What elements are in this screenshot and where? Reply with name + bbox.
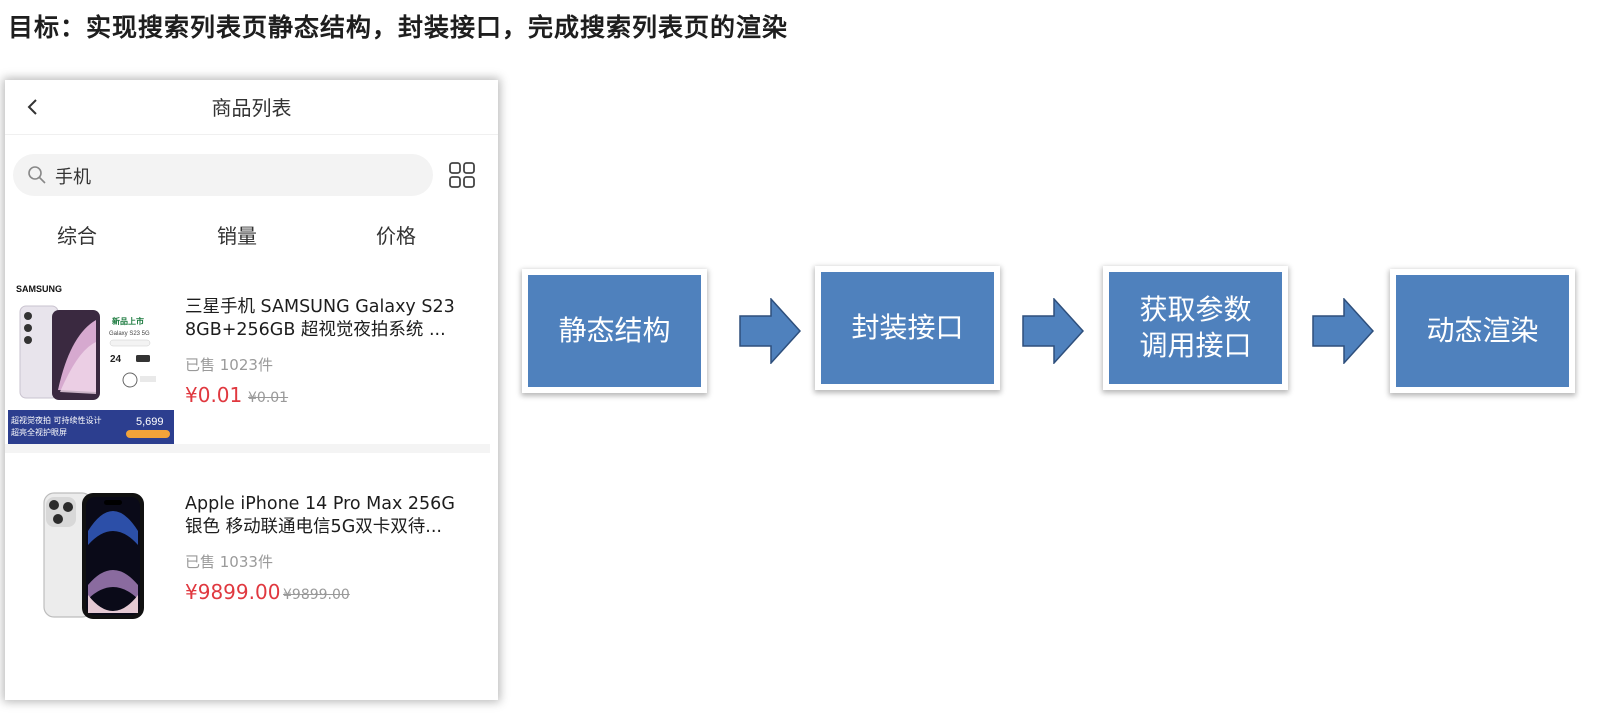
goods-price: ¥0.01 (185, 383, 242, 407)
flow-step-fetch-params: 获取参数 调用接口 (1103, 266, 1288, 390)
goods-sold: 已售 1033件 (185, 551, 273, 572)
tab-comprehensive[interactable]: 综合 (22, 220, 132, 249)
goods-divider (5, 444, 490, 453)
goods-price: ¥9899.00 (185, 580, 280, 604)
goods-original-price: ¥9899.00 (283, 587, 350, 603)
page-title: 商品列表 (5, 92, 498, 121)
phone-mockup: 商品列表 手机 综合 销量 价格 SAMSUNG 新品上市 G (5, 80, 498, 700)
goods-name-line2: 银色 移动联通电信5G双卡双待... (185, 516, 485, 539)
size-text: 24 (110, 354, 122, 365)
goods-original-price: ¥0.01 (248, 390, 288, 406)
page-heading: 目标：实现搜索列表页静态结构，封装接口，完成搜索列表页的渲染 (8, 8, 788, 44)
model-text: Galaxy S23 5G (109, 331, 150, 337)
flow-arrow-icon (1022, 298, 1084, 364)
flow-step-wrap-api: 封装接口 (815, 266, 1000, 390)
goods-item[interactable]: SAMSUNG 新品上市 Galaxy S23 5G 24 超视觉夜拍 可持续性… (5, 270, 498, 460)
grid-view-icon[interactable] (447, 160, 477, 190)
tab-sales[interactable]: 销量 (182, 220, 292, 249)
flow-step-text-line2: 调用接口 (1139, 328, 1251, 364)
search-input[interactable]: 手机 (13, 154, 433, 196)
tab-price[interactable]: 价格 (341, 220, 451, 249)
goods-name-line1: Apple iPhone 14 Pro Max 256G (185, 493, 485, 516)
ribbon-line1: 超视觉夜拍 可持续性设计 (11, 415, 102, 425)
goods-name-line2: 8GB+256GB 超视觉夜拍系统 ... (185, 319, 485, 342)
ribbon-price: 5,699 (136, 416, 164, 428)
flow-step-text: 封装接口 (851, 310, 963, 346)
flow-step-static-structure: 静态结构 (522, 269, 707, 393)
flow-step-text-block: 获取参数 调用接口 (1139, 292, 1251, 364)
iphone-product-image (8, 477, 174, 643)
navbar: 商品列表 (5, 80, 498, 135)
sort-tabs: 综合 销量 价格 (5, 216, 498, 256)
flow-step-text: 动态渲染 (1426, 313, 1538, 349)
brand-logo: SAMSUNG (16, 284, 62, 294)
new-badge-text: 新品上市 (112, 316, 144, 326)
search-value: 手机 (55, 163, 91, 189)
flow-step-dynamic-render: 动态渲染 (1390, 269, 1575, 393)
goods-sold: 已售 1023件 (185, 354, 273, 375)
flow-arrow-icon (739, 298, 801, 364)
flow-arrow-icon (1312, 298, 1374, 364)
flow-step-text: 静态结构 (558, 313, 670, 349)
flow-step-text-line1: 获取参数 (1139, 292, 1251, 328)
goods-name-line1: 三星手机 SAMSUNG Galaxy S23 (185, 296, 485, 319)
goods-name: Apple iPhone 14 Pro Max 256G 银色 移动联通电信5G… (185, 493, 485, 539)
ribbon-line2: 超亮全视护眼屏 (11, 427, 67, 437)
goods-name: 三星手机 SAMSUNG Galaxy S23 8GB+256GB 超视觉夜拍系… (185, 296, 485, 342)
samsung-product-image: SAMSUNG 新品上市 Galaxy S23 5G 24 超视觉夜拍 可持续性… (8, 280, 174, 446)
search-icon (27, 165, 47, 185)
goods-item[interactable]: Apple iPhone 14 Pro Max 256G 银色 移动联通电信5G… (5, 467, 498, 657)
